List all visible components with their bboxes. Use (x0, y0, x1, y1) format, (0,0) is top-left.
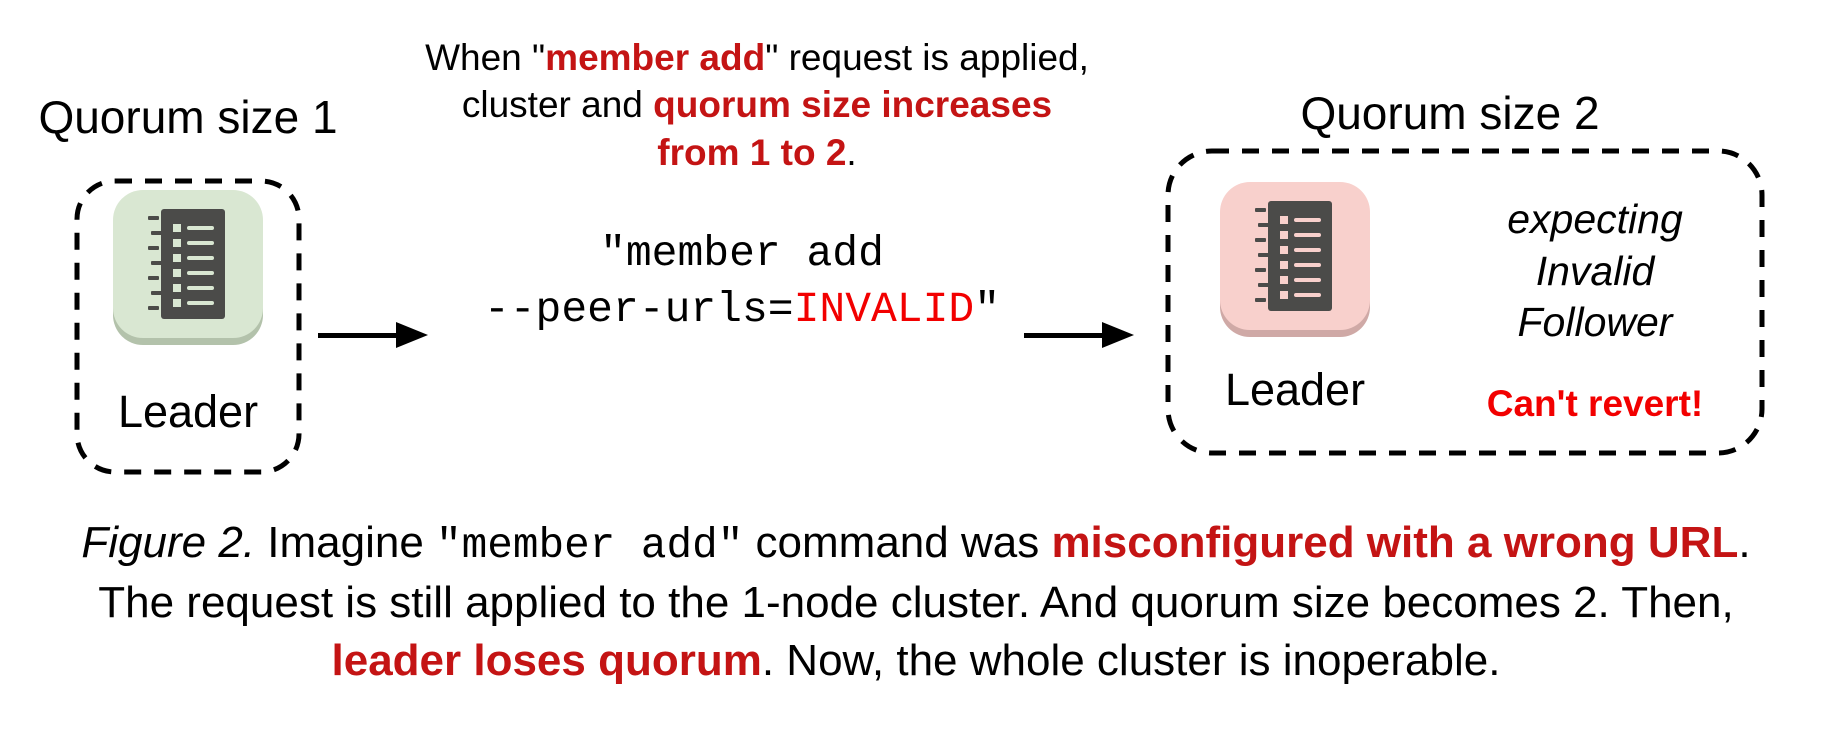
member-list-icon (148, 209, 225, 319)
expectation-line: expecting (1507, 196, 1683, 242)
caption-line: leader loses quorum. Now, the whole clus… (331, 636, 1501, 686)
caption-line: Figure 2. Imagine "member add" command w… (81, 518, 1751, 570)
cant-revert-warning: Can't revert! (1486, 382, 1704, 424)
right-arrow-icon (318, 322, 428, 348)
left-cluster-title: Quorum size 1 (38, 91, 338, 143)
right-arrow-icon (1024, 322, 1134, 348)
expectation-line: Follower (1517, 299, 1673, 346)
command-text: "member add --peer-urls=INVALID" (402, 226, 1082, 338)
right-cluster-box: Leader expecting Invalid Follower Can't … (1165, 148, 1765, 456)
annotation-line: When "member add" request is applied, (425, 37, 1089, 78)
right-text-column: expecting Invalid Follower Can't revert! (1425, 182, 1765, 456)
figure-caption: Figure 2. Imagine "member add" command w… (0, 514, 1832, 691)
left-cluster-box: Leader (74, 178, 302, 475)
annotation-text: When "member add" request is applied, cl… (387, 34, 1127, 176)
dashed-border (74, 178, 302, 475)
expectation-text: expecting Invalid Follower (1507, 194, 1683, 349)
command-line: "member add (600, 229, 884, 278)
leader-node (113, 190, 263, 338)
right-cluster-title: Quorum size 2 (1300, 87, 1600, 139)
annotation-line: from 1 to 2. (657, 131, 857, 173)
right-node-column: Leader (1165, 182, 1425, 456)
leader-node (1220, 182, 1370, 330)
annotation-line: cluster and quorum size increases (461, 84, 1053, 126)
leader-label: Leader (117, 386, 259, 437)
expectation-line: Invalid (1535, 247, 1655, 294)
member-list-icon (1255, 201, 1332, 311)
command-line: --peer-urls=INVALID" (483, 284, 1001, 334)
dashed-border (1165, 148, 1765, 456)
leader-label: Leader (1224, 364, 1366, 415)
caption-line: The request is still applied to the 1-no… (98, 578, 1734, 628)
